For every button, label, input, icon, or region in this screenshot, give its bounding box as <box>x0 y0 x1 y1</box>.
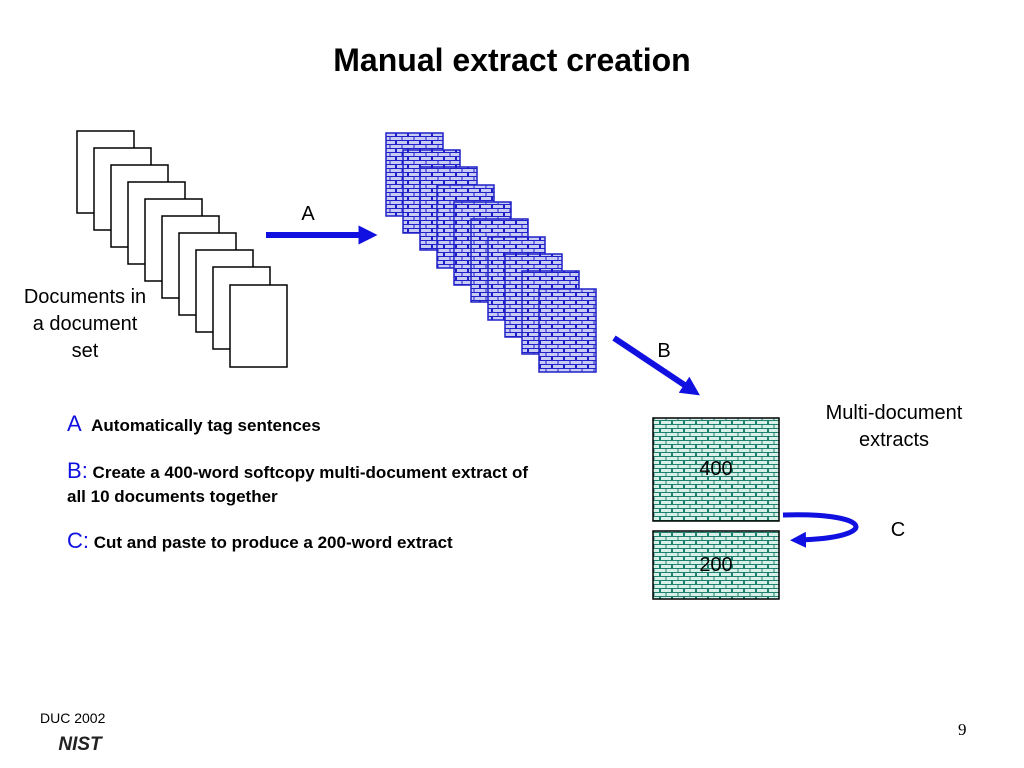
multi-document-label: Multi-document extracts <box>805 400 983 454</box>
step-a: A Automatically tag sentences <box>67 412 627 438</box>
arrow-a-label: A <box>301 203 315 225</box>
step-c-letter: C <box>67 528 83 553</box>
footer-label: DUC 2002 <box>40 710 106 726</box>
arrow-b-label: B <box>657 340 671 362</box>
extract-400-label: 400 <box>699 458 733 480</box>
documents-label: Documents in a document set <box>10 284 160 365</box>
step-c: C: Cut and paste to produce a 200-word e… <box>67 528 453 553</box>
page-title: Manual extract creation <box>333 42 691 78</box>
document-page <box>229 284 288 368</box>
step-a-text: Automatically tag sentences <box>91 416 321 435</box>
extract-200-box <box>652 530 780 600</box>
arrow-c <box>782 512 859 548</box>
arrow-c-label: C <box>890 519 906 541</box>
tagged-page <box>538 288 597 373</box>
step-b: B: Create a 400-word softcopy multi-docu… <box>67 459 637 509</box>
multi-document-label-line: extracts <box>858 429 930 451</box>
step-b-text-2: all 10 documents together <box>67 487 278 506</box>
multi-document-label-line: Multi-document <box>825 402 963 424</box>
tagged-document-stack <box>385 132 597 373</box>
extract-200-label: 200 <box>699 554 733 576</box>
documents-label-line: Documents in <box>23 286 147 308</box>
nist-logo-text: NIST <box>58 734 103 755</box>
step-a-letter: A <box>67 411 82 436</box>
step-c-text: Cut and paste to produce a 200-word extr… <box>93 533 453 552</box>
arrow-b <box>612 335 700 396</box>
document-stack <box>76 130 288 368</box>
documents-label-line: set <box>71 340 99 362</box>
documents-label-line: a document <box>32 313 138 335</box>
nist-logo: NIST <box>44 734 116 755</box>
step-b-text: Create a 400-word softcopy multi-documen… <box>92 463 529 482</box>
extract-400-box <box>652 417 780 522</box>
step-b-letter: B <box>67 458 82 483</box>
page-number: 9 <box>958 720 967 739</box>
